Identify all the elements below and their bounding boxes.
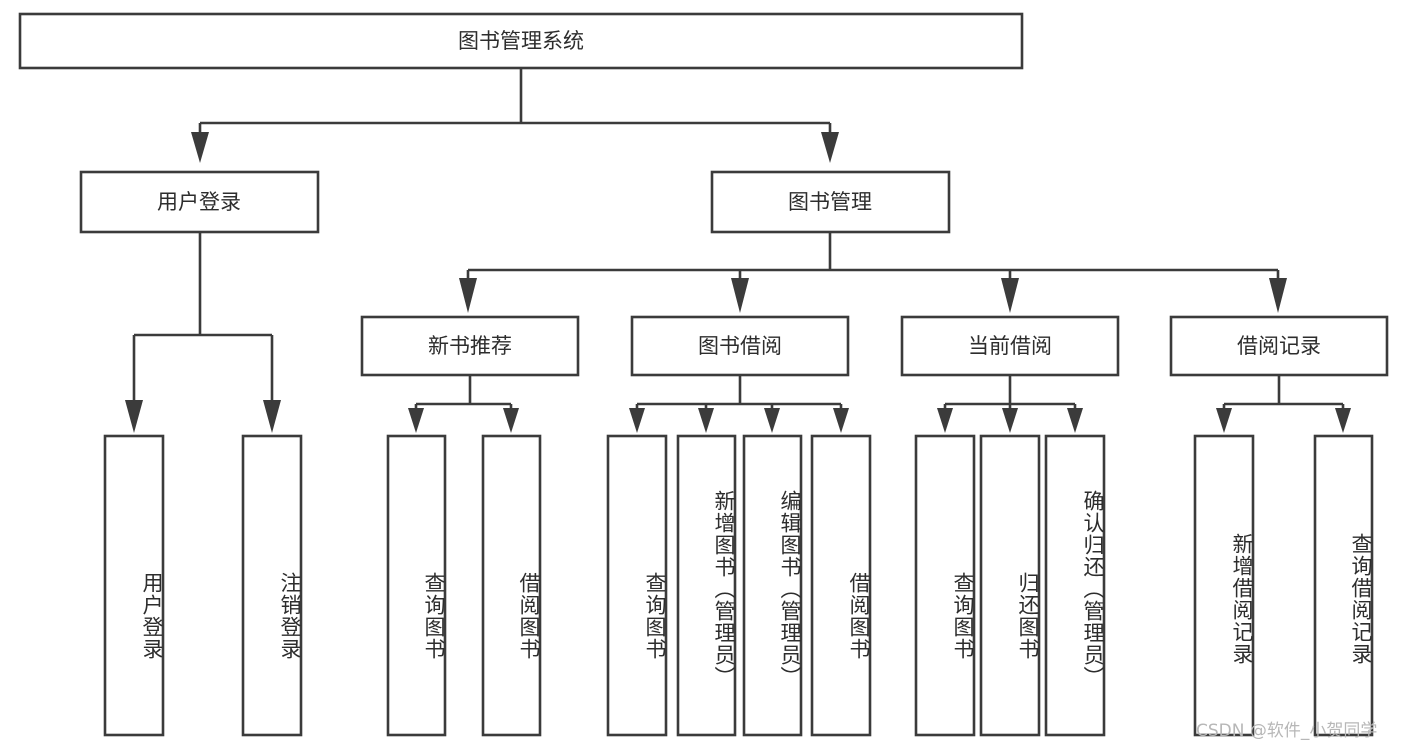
node-user-login[interactable]: 用户登录 bbox=[79, 170, 320, 234]
node-current-borrow[interactable]: 当前借阅 bbox=[900, 315, 1120, 377]
node-leaf-query-record-box[interactable] bbox=[1313, 434, 1374, 737]
node-current-borrow-label: 当前借阅 bbox=[968, 334, 1052, 358]
arrow-leaf-query-book-3 bbox=[937, 408, 953, 433]
node-user-login-label: 用户登录 bbox=[157, 190, 241, 214]
arrow-leaf-borrow-book-2 bbox=[833, 408, 849, 433]
node-leaf-add-record-box[interactable] bbox=[1193, 434, 1255, 737]
node-leaf-query-book-3-box[interactable] bbox=[914, 434, 976, 737]
node-leaf-add-book-box[interactable] bbox=[676, 434, 737, 737]
connector-group-root-to-level1 bbox=[191, 68, 839, 163]
arrow-leaf-query-book-1 bbox=[408, 408, 424, 433]
arrow-book-manage bbox=[821, 132, 839, 163]
node-borrow-record[interactable]: 借阅记录 bbox=[1169, 315, 1389, 377]
node-new-book-recommend[interactable]: 新书推荐 bbox=[360, 315, 580, 377]
node-leaf-user-logout-box[interactable] bbox=[241, 434, 303, 737]
node-leaf-confirm-return-box[interactable] bbox=[1044, 434, 1106, 737]
node-book-borrow[interactable]: 图书借阅 bbox=[630, 315, 850, 377]
arrow-borrow-record bbox=[1269, 278, 1287, 313]
arrow-new-book-recommend bbox=[459, 278, 477, 313]
arrow-leaf-add-record bbox=[1216, 408, 1232, 433]
connector-group-borrow-record-children bbox=[1216, 375, 1351, 433]
csdn-watermark: CSDN @软件_小贺同学 bbox=[1196, 721, 1378, 741]
node-leaf-query-book-1-box[interactable] bbox=[386, 434, 447, 737]
arrow-leaf-borrow-book-1 bbox=[503, 408, 519, 433]
arrow-current-borrow bbox=[1001, 278, 1019, 313]
node-leaf-user-login-box[interactable] bbox=[103, 434, 165, 737]
arrow-user-login bbox=[191, 132, 209, 163]
node-user-login-box[interactable] bbox=[79, 170, 320, 234]
arrow-leaf-user-logout bbox=[263, 400, 281, 433]
node-leaf-query-book-2-box[interactable] bbox=[606, 434, 668, 737]
node-new-book-recommend-label: 新书推荐 bbox=[428, 334, 512, 358]
node-book-borrow-label: 图书借阅 bbox=[698, 334, 782, 358]
node-borrow-record-label: 借阅记录 bbox=[1237, 334, 1321, 358]
arrow-leaf-query-record bbox=[1335, 408, 1351, 433]
node-book-borrow-box[interactable] bbox=[630, 315, 850, 377]
connector-group-book-manage-children bbox=[459, 232, 1287, 313]
node-new-book-recommend-box[interactable] bbox=[360, 315, 580, 377]
arrow-leaf-return-book bbox=[1002, 408, 1018, 433]
node-leaf-edit-book-box[interactable] bbox=[742, 434, 803, 737]
arrow-leaf-edit-book bbox=[764, 408, 780, 433]
connector-group-current-borrow-children bbox=[937, 375, 1083, 433]
node-leaf-borrow-book-2-box[interactable] bbox=[810, 434, 872, 737]
connector-group-user-login-children bbox=[125, 232, 281, 433]
arrow-leaf-query-book-2 bbox=[629, 408, 645, 433]
node-leaf-borrow-book-1-box[interactable] bbox=[481, 434, 542, 737]
node-root-label: 图书管理系统 bbox=[458, 29, 584, 53]
arrow-leaf-confirm-return bbox=[1067, 408, 1083, 433]
node-leaf-return-book-box[interactable] bbox=[979, 434, 1041, 737]
node-root[interactable]: 图书管理系统 bbox=[18, 12, 1024, 70]
connector-group-new-book-recommend-children bbox=[408, 375, 519, 433]
node-book-manage-box[interactable] bbox=[710, 170, 951, 234]
node-book-manage-label: 图书管理 bbox=[788, 190, 872, 214]
node-borrow-record-box[interactable] bbox=[1169, 315, 1389, 377]
node-root-box[interactable] bbox=[18, 12, 1024, 70]
arrow-book-borrow bbox=[731, 278, 749, 313]
node-book-manage[interactable]: 图书管理 bbox=[710, 170, 951, 234]
arrow-leaf-user-login bbox=[125, 400, 143, 433]
arrow-leaf-add-book bbox=[698, 408, 714, 433]
connector-group-book-borrow-children bbox=[629, 375, 849, 433]
node-current-borrow-box[interactable] bbox=[900, 315, 1120, 377]
